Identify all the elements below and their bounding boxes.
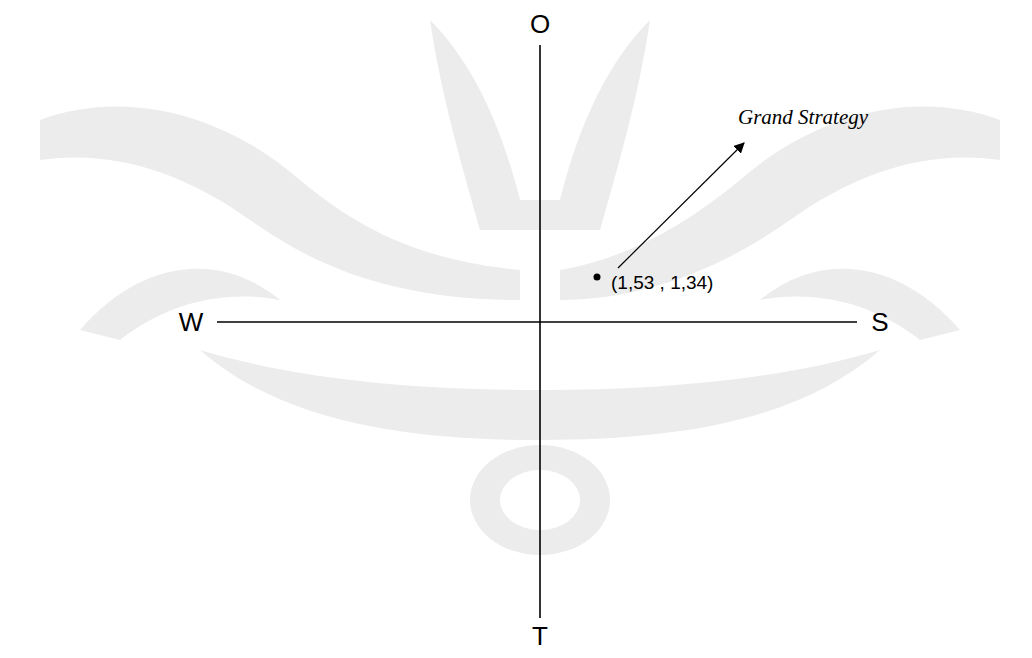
axis-letter: S <box>871 308 888 337</box>
coordinate-label: (1,53 , 1,34) <box>611 273 713 294</box>
axis-letter: W <box>179 308 204 337</box>
axis-letter: O <box>530 10 550 39</box>
leader-arrow <box>618 143 744 268</box>
strategy-label: Grand Strategy <box>738 106 868 129</box>
watermark <box>40 20 1000 555</box>
strategy-point <box>594 274 601 281</box>
vertical-axis <box>539 45 541 618</box>
horizontal-axis <box>217 321 857 323</box>
axis-letter: T <box>532 622 548 651</box>
